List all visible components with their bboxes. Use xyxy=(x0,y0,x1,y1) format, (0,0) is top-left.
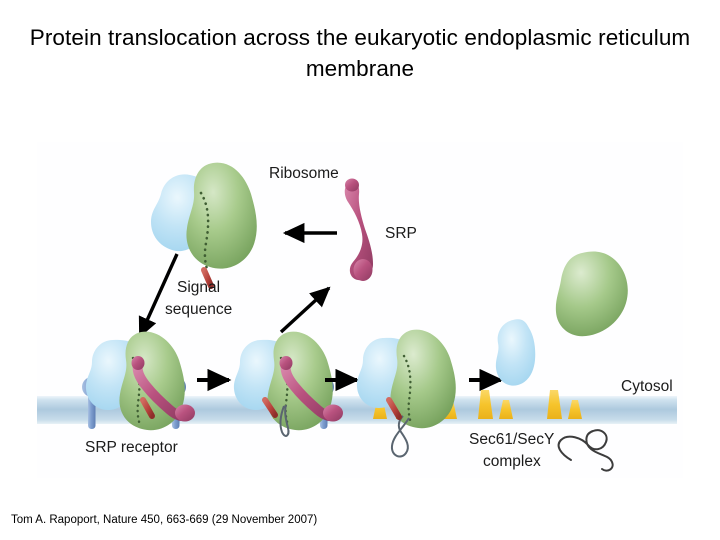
signal-sequence-peptide xyxy=(262,397,278,418)
nascent-chain-3 xyxy=(279,404,290,437)
source-citation: Tom A. Rapoport, Nature 450, 663-669 (29… xyxy=(11,514,318,526)
label-srp-receptor: SRP receptor xyxy=(85,439,178,456)
signal-sequence-peptide xyxy=(201,267,214,289)
signal-sequence-peptide xyxy=(386,397,402,420)
page-title: Protein translocation across the eukaryo… xyxy=(29,25,691,81)
arrow-ribosome-to-membrane xyxy=(138,253,179,338)
label-sec61-line2: complex xyxy=(483,453,541,470)
figure-panel: Ribosome SRP Signal sequence xyxy=(37,142,683,478)
translocation-diagram: Ribosome SRP Signal sequence xyxy=(37,162,677,472)
label-signal-sequence-line2: sequence xyxy=(165,301,232,318)
nascent-chain-tunnel xyxy=(199,191,210,271)
label-sec61-line1: Sec61/SecY xyxy=(469,431,554,448)
sec61-channel-empty-2 xyxy=(547,390,582,419)
ribosome-large-subunit xyxy=(390,329,456,429)
step-srp-receptor-docking xyxy=(82,331,195,431)
step-translocation xyxy=(356,329,457,458)
sec61-channel-empty-1 xyxy=(478,390,513,419)
signal-sequence-peptide xyxy=(140,397,155,419)
label-srp: SRP xyxy=(385,225,417,242)
step-transfer-to-sec61 xyxy=(233,331,343,437)
label-ribosome: Ribosome xyxy=(269,165,339,182)
label-cytosol: Cytosol xyxy=(621,378,673,395)
label-signal-sequence-line1: Signal xyxy=(177,279,220,296)
ribosome-large-subunit xyxy=(186,162,257,269)
srp-molecule xyxy=(344,178,373,281)
dissociated-small-subunit xyxy=(495,319,536,386)
arrow-srp-recycling xyxy=(279,286,331,334)
nascent-chain-4 xyxy=(390,415,410,458)
srp-bound-2 xyxy=(279,356,343,422)
folded-protein-squiggle-icon xyxy=(557,429,614,472)
dissociated-large-subunit xyxy=(555,251,628,337)
srp-bound-1 xyxy=(131,356,195,422)
ribosome-free xyxy=(151,162,257,289)
